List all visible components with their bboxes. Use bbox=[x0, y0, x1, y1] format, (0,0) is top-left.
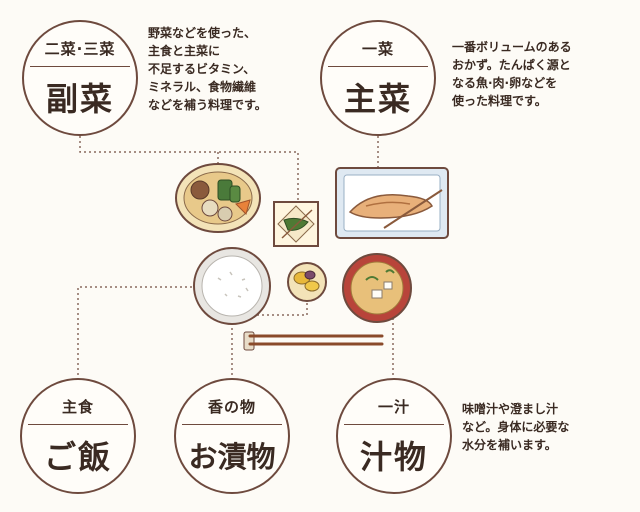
connector-fukusai bbox=[79, 136, 299, 205]
shirumono-circle: 一汁 汁物 bbox=[336, 378, 452, 494]
shusai-description: 一番ボリュームのある おかず。たんぱく源と なる魚·肉·卵などを 使った料理です… bbox=[452, 38, 572, 110]
shusai-description-line: 使った料理です。 bbox=[452, 94, 547, 108]
shirumono-title: 汁物 bbox=[359, 438, 428, 476]
shirumono-description-line: など。身体に必要な bbox=[462, 420, 570, 434]
shusai-description-line: なる魚·肉·卵などを bbox=[452, 76, 558, 90]
shusai-title: 主菜 bbox=[343, 80, 412, 118]
kounomono-title: お漬物 bbox=[188, 440, 276, 474]
shirumono-divider bbox=[344, 424, 444, 425]
simmered-vegetables-icon bbox=[175, 163, 261, 233]
shushoku-title: ご飯 bbox=[43, 438, 112, 476]
shirumono-description: 味噌汁や澄まし汁 など。身体に必要な 水分を補います。 bbox=[462, 400, 569, 454]
shushoku-label: 主食 bbox=[61, 398, 94, 416]
shirumono-count: 一汁 bbox=[377, 398, 410, 416]
shusai-description-line: 一番ボリュームのある bbox=[452, 40, 572, 54]
kounomono-circle: 香の物 お漬物 bbox=[174, 378, 290, 494]
pickles-icon bbox=[287, 262, 327, 302]
greens-dish-icon bbox=[273, 201, 319, 247]
kounomono-divider bbox=[182, 424, 282, 425]
meal-illustration bbox=[175, 163, 449, 351]
shusai-circle: 一菜 主菜 bbox=[320, 20, 436, 136]
shusai-count: 一菜 bbox=[361, 40, 394, 58]
fukusai-description-line: ミネラル、食物繊維 bbox=[148, 80, 257, 94]
fukusai-divider bbox=[30, 66, 130, 67]
grilled-fish-icon bbox=[335, 167, 449, 239]
chopsticks-icon bbox=[243, 331, 384, 351]
fukusai-circle: 二菜·三菜 副菜 bbox=[22, 20, 138, 136]
miso-soup-icon bbox=[342, 253, 412, 323]
shirumono-description-line: 水分を補います。 bbox=[462, 438, 557, 452]
shusai-divider bbox=[328, 66, 428, 67]
shusai-description-line: おかず。たんぱく源と bbox=[452, 58, 571, 72]
fukusai-description-line: 不足するビタミン、 bbox=[148, 62, 256, 76]
kounomono-label: 香の物 bbox=[207, 398, 256, 416]
fukusai-description: 野菜などを使った、 主食と主菜に 不足するビタミン、 ミネラル、食物繊維 などを… bbox=[148, 24, 267, 114]
rice-bowl-icon bbox=[193, 247, 271, 325]
fukusai-description-line: 野菜などを使った、 bbox=[148, 26, 257, 40]
fukusai-count: 二菜·三菜 bbox=[44, 40, 116, 58]
fukusai-description-line: などを補う料理です。 bbox=[148, 98, 267, 112]
fukusai-title: 副菜 bbox=[45, 80, 114, 118]
shushoku-divider bbox=[28, 424, 128, 425]
shushoku-circle: 主食 ご飯 bbox=[20, 378, 136, 494]
shirumono-description-line: 味噌汁や澄まし汁 bbox=[462, 402, 559, 416]
fukusai-description-line: 主食と主菜に bbox=[148, 44, 221, 58]
